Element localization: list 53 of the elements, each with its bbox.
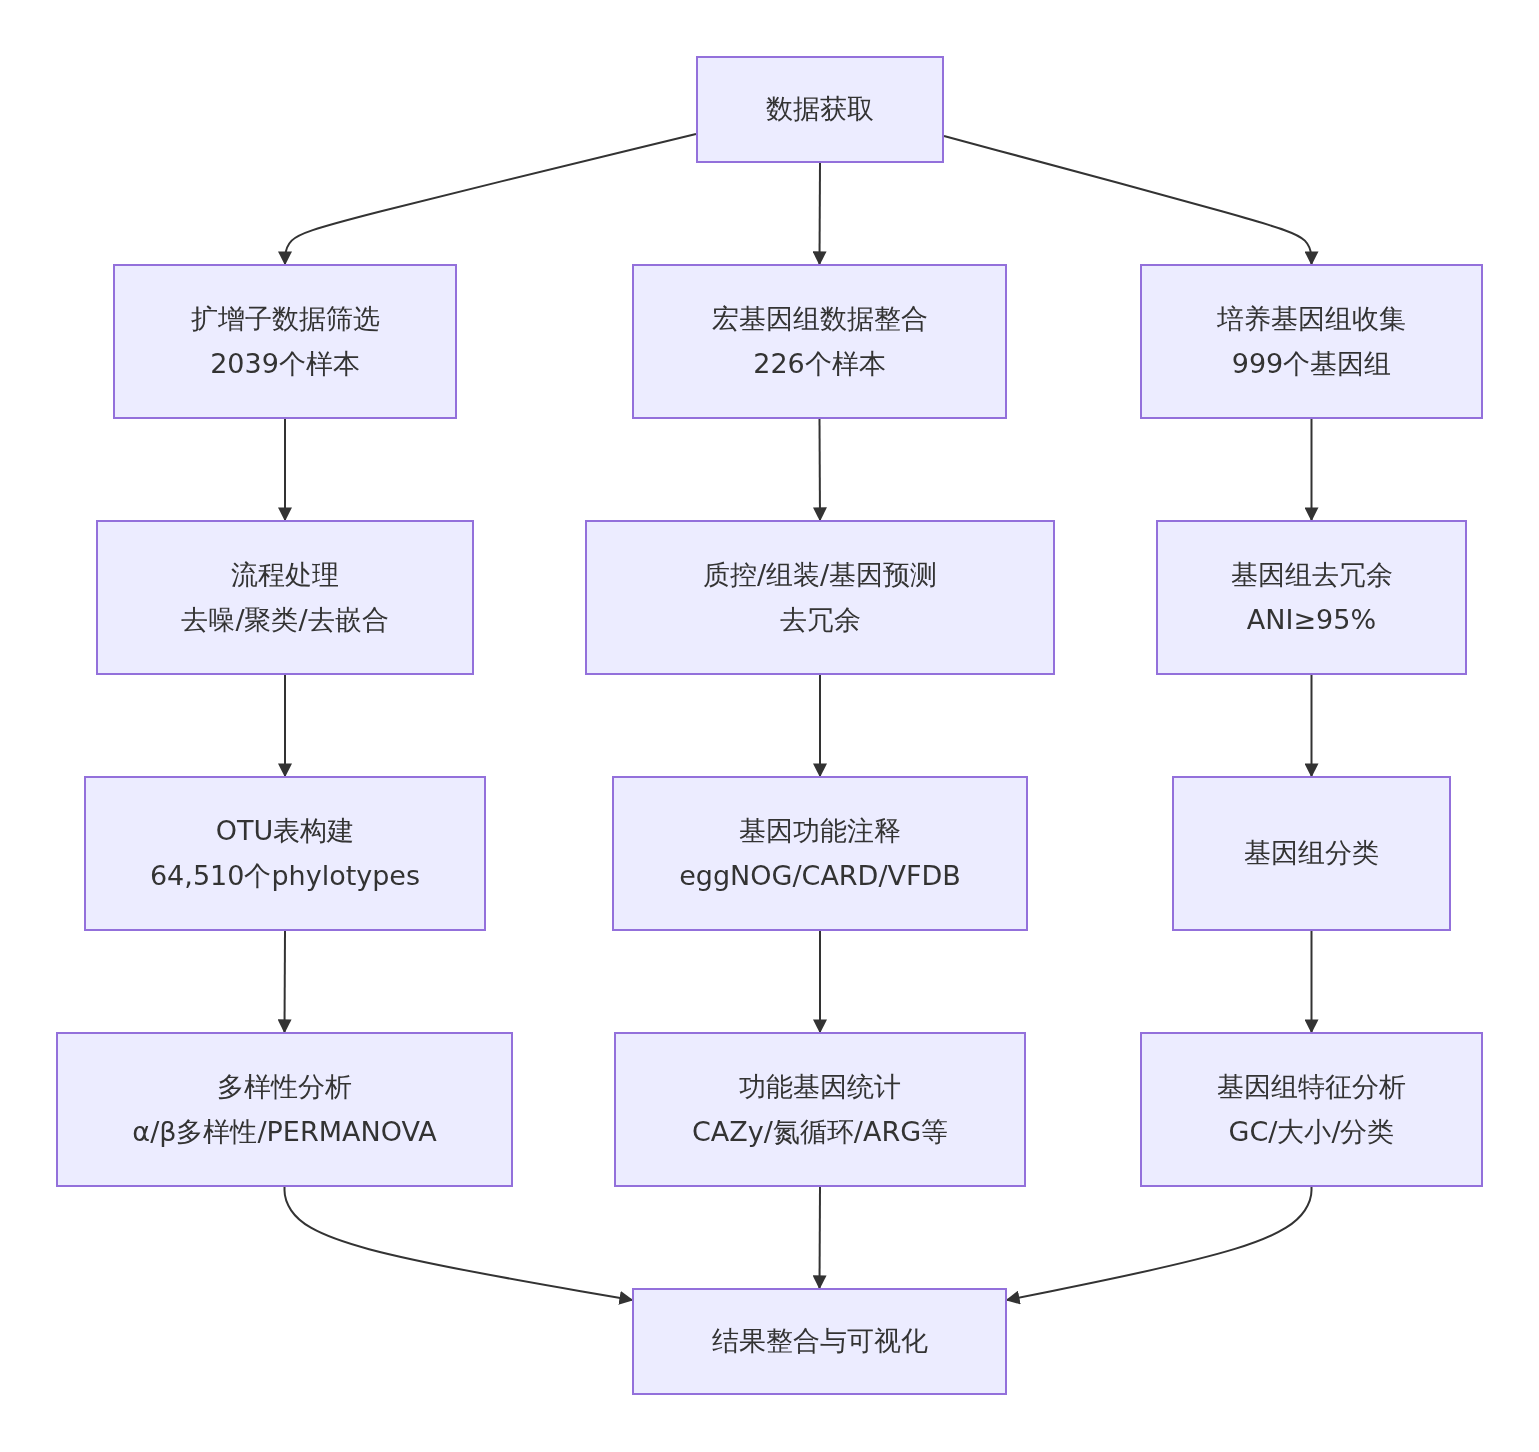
arrow [943,135,1319,266]
step-title: 扩增子数据筛选 [190,303,380,336]
process-box [1140,1032,1483,1187]
step-detail: GC/大小/分类 [1228,1115,1395,1148]
arrow [278,418,292,522]
arrow [278,674,292,778]
arrow [1304,418,1319,522]
step-detail: 999个基因组 [1231,347,1392,380]
arrow [277,930,292,1034]
step-title: 基因组分类 [1244,837,1379,870]
step-detail: 2039个样本 [210,347,360,380]
step-detail: 64,510个phylotypes [149,859,421,892]
step-title: 基因组去冗余 [1230,559,1393,592]
step-detail: ANI≥95% [1246,603,1377,636]
arrow [278,133,697,266]
process-box [632,264,1007,419]
step-detail: 去噪/聚类/去嵌合 [181,603,389,636]
step-detail: 去冗余 [779,603,861,636]
step-title: OTU表构建 [215,815,355,848]
arrow [812,162,827,266]
process-box [1156,520,1467,675]
arrow [1304,930,1319,1034]
arrow [813,674,827,778]
step-detail: 226个样本 [753,347,886,380]
arrow [283,1186,634,1305]
step-detail: α/β多样性/PERMANOVA [132,1115,437,1148]
process-box [84,776,486,931]
process-box [614,1032,1026,1187]
process-box [612,776,1028,931]
step-title: 流程处理 [231,559,339,592]
process-box [696,56,944,163]
step-title: 培养基因组收集 [1217,303,1406,336]
arrow [812,418,827,522]
step-detail: CAZy/氮循环/ARG等 [691,1115,949,1148]
step-title: 多样性分析 [217,1071,352,1104]
process-box [1140,264,1483,419]
arrow [812,1186,827,1290]
process-box [113,264,457,419]
arrow [1304,674,1319,778]
step-detail: eggNOG/CARD/VFDB [679,859,961,892]
step-title: 质控/组装/基因预测 [702,559,938,592]
process-box [96,520,474,675]
step-title: 功能基因统计 [739,1071,901,1104]
process-box [1172,776,1451,931]
step-title: 结果整合与可视化 [711,1325,928,1358]
process-box [56,1032,513,1187]
arrow [813,930,827,1034]
step-title: 宏基因组数据整合 [711,303,928,336]
process-box [632,1288,1007,1395]
step-title: 基因功能注释 [739,815,901,848]
process-box [585,520,1055,675]
step-title: 基因组特征分析 [1217,1071,1406,1104]
step-title: 数据获取 [766,93,874,126]
